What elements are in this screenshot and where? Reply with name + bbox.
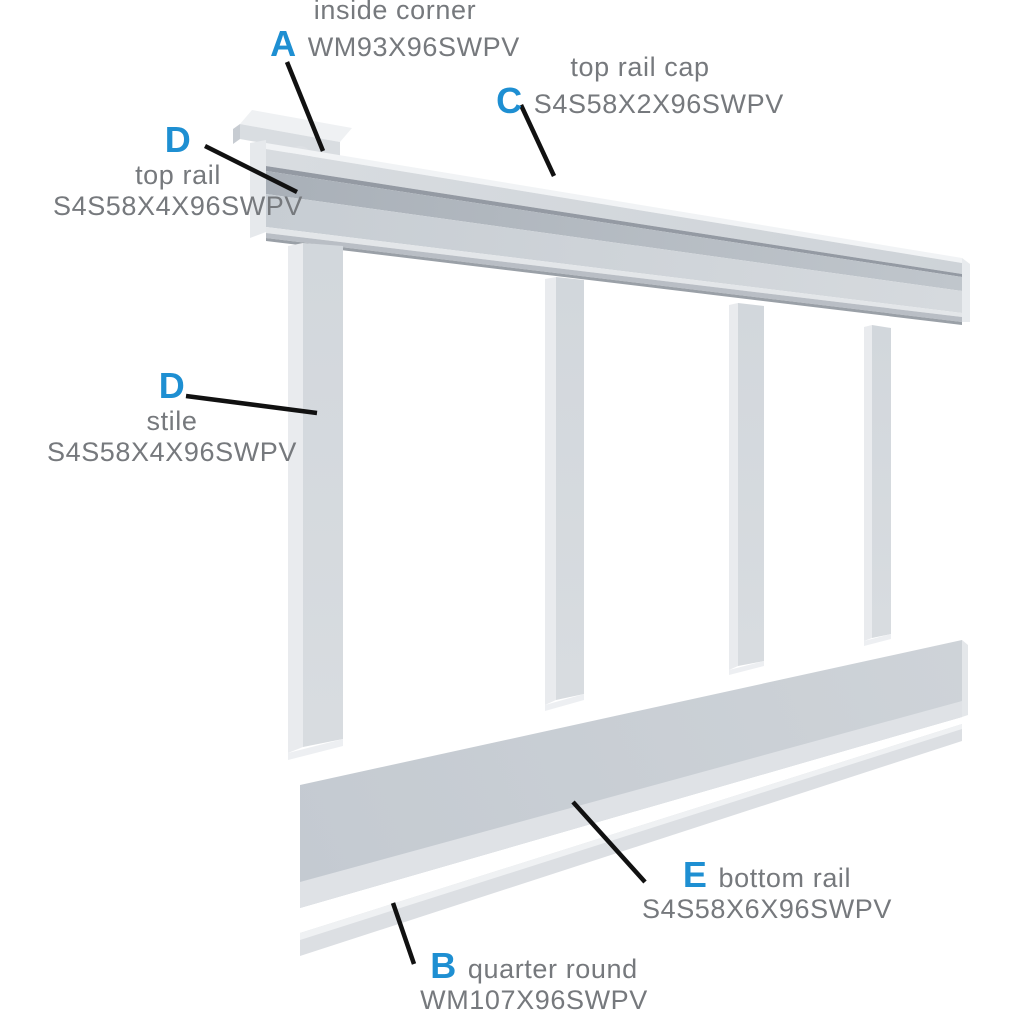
part-name: top rail cap [570, 52, 710, 82]
part-name: bottom rail [718, 863, 852, 893]
top-rail-shape [250, 140, 970, 325]
part-letter-d: D [164, 119, 192, 160]
bottom-rail-shape [300, 640, 968, 908]
leader-a [284, 61, 326, 152]
leader-lines [185, 61, 647, 965]
part-code: S4S58X2X96SWPV [533, 88, 784, 119]
part-letter-b: B [430, 945, 457, 986]
part-name: top rail [135, 160, 221, 190]
label-top-rail: D top rail S4S58X4X96SWPV [38, 122, 318, 222]
leader-d-stile [185, 393, 318, 416]
part-code: WM93X96SWPV [307, 31, 520, 62]
part-code: S4S58X4X96SWPV [52, 190, 304, 221]
leader-e [571, 800, 647, 884]
part-letter-d: D [158, 365, 186, 406]
part-code: S4S58X4X96SWPV [46, 436, 298, 467]
leader-d-top-rail [203, 143, 299, 195]
label-bottom-rail: E bottom rail S4S58X6X96SWPV [602, 857, 932, 925]
label-top-rail-cap: top rail cap C S4S58X2X96SWPV [485, 52, 795, 120]
part-name: stile [146, 406, 198, 436]
top-rail-cap-shape [266, 149, 962, 274]
part-letter-a: A [270, 22, 297, 64]
label-quarter-round: B quarter round WM107X96SWPV [384, 948, 684, 1016]
quarter-round-shape [300, 724, 962, 956]
part-letter-e: E [682, 854, 708, 895]
part-letter-c: C [496, 79, 523, 121]
stile-4-shape [864, 325, 891, 646]
leader-c [518, 104, 557, 177]
part-code: S4S58X6X96SWPV [641, 893, 893, 924]
leader-b [390, 902, 417, 965]
label-inside-corner: inside corner A WM93X96SWPV [245, 0, 545, 63]
part-code: WM107X96SWPV [420, 984, 648, 1015]
label-stile: D stile S4S58X4X96SWPV [32, 368, 312, 468]
stile-3-shape [729, 303, 764, 675]
part-name: inside corner [313, 0, 477, 25]
stile-2-shape [545, 277, 584, 711]
stile-1-shape [288, 243, 343, 760]
part-name: quarter round [467, 954, 638, 984]
inside-corner-shape [233, 110, 352, 157]
